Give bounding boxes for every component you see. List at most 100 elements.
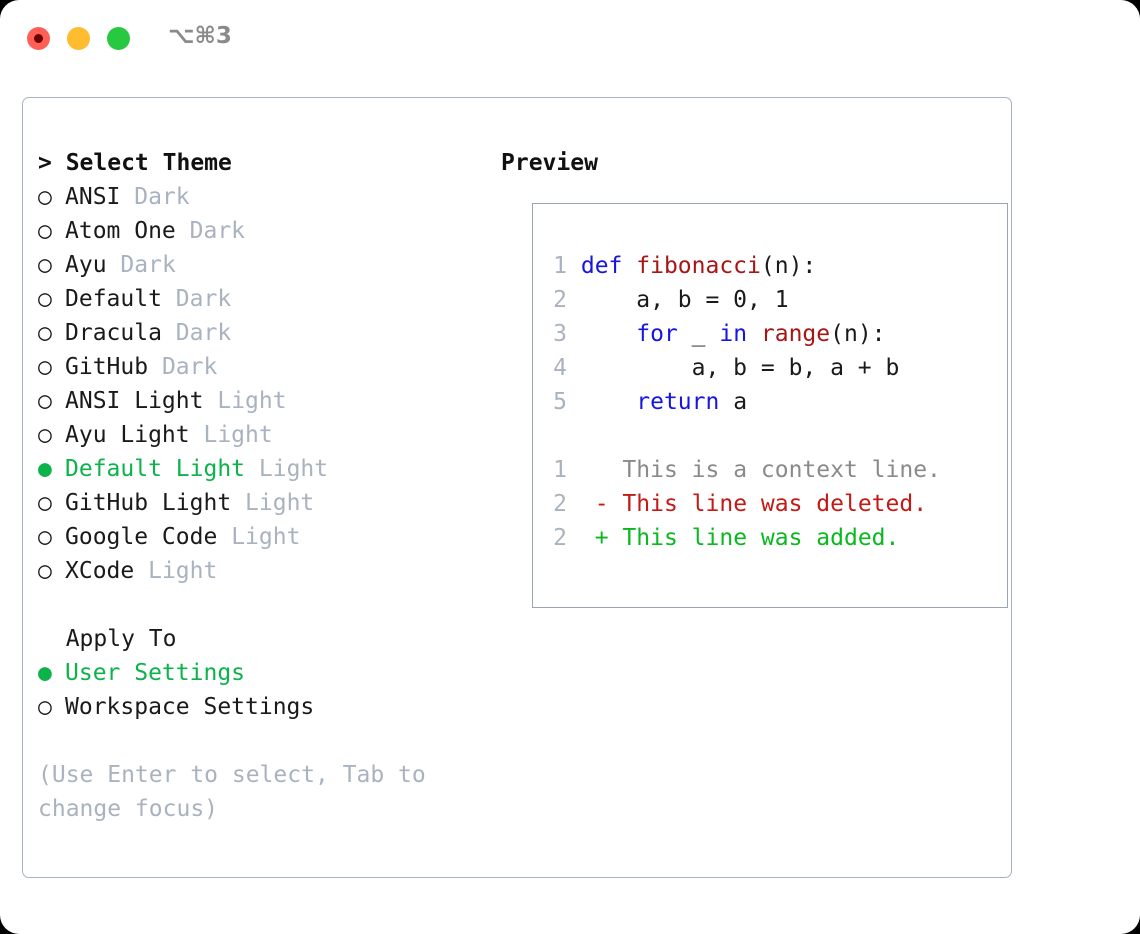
diff-text: This line was deleted. <box>622 491 928 517</box>
code-line: 5 return a <box>543 385 1003 419</box>
diff-sign <box>595 457 609 483</box>
diff-line-number: 2 <box>553 491 567 517</box>
theme-option-label: Dracula <box>65 320 162 346</box>
code-line: 3 for _ in range(n): <box>543 317 1003 351</box>
theme-option-label: ANSI <box>65 184 121 210</box>
radio-unselected-icon: ○ <box>38 490 52 516</box>
code-line-number: 5 <box>553 389 567 415</box>
theme-picker-panel: > Select Theme ○ANSI Dark○Atom One Dark○… <box>22 97 1012 878</box>
keyboard-hint-text: (Use Enter to select, Tab to change focu… <box>38 762 426 822</box>
code-line: 2 a, b = 0, 1 <box>543 283 1003 317</box>
diff-line-number: 1 <box>553 457 567 483</box>
theme-option-category: Light <box>231 524 301 550</box>
theme-option-label: GitHub Light <box>65 490 232 516</box>
theme-option-label: GitHub <box>65 354 149 380</box>
theme-option-default[interactable]: ○ Default Dark <box>38 282 478 316</box>
code-line-number: 1 <box>553 253 567 279</box>
keyboard-shortcut-label: ⌥⌘3 <box>168 23 232 49</box>
radio-unselected-icon: ○ <box>38 286 52 312</box>
close-window-button[interactable] <box>27 27 50 50</box>
code-token-plain: (n): <box>830 321 886 347</box>
diff-sign: - <box>594 491 609 517</box>
code-token-plain: a, b = b, a + b <box>580 355 900 381</box>
preview-header: Preview <box>501 150 598 176</box>
theme-option-label: Atom One <box>65 218 176 244</box>
theme-option-category: Light <box>245 490 315 516</box>
radio-unselected-icon: ○ <box>38 524 52 550</box>
radio-unselected-icon: ○ <box>38 252 52 278</box>
theme-option-label: Default <box>65 286 162 312</box>
theme-option-label: XCode <box>65 558 135 584</box>
theme-option-ansi[interactable]: ○ ANSI Dark <box>38 180 478 214</box>
minimize-window-button[interactable] <box>67 27 90 50</box>
theme-option-label: Google Code <box>65 524 218 550</box>
theme-option-dracula[interactable]: ○Dracula Dark <box>38 316 478 350</box>
diff-text: This line was added. <box>622 525 900 551</box>
preview-column: Preview 1 def fibonacci(n):2 a, b = 0, 1… <box>501 146 1008 608</box>
code-token-plain <box>581 321 636 347</box>
radio-selected-icon: ● <box>38 456 52 482</box>
radio-unselected-icon: ○ <box>38 354 52 380</box>
diff-sign: + <box>594 525 609 551</box>
theme-option-label: Default Light <box>65 456 246 482</box>
radio-unselected-icon: ○ <box>38 422 52 448</box>
theme-option-github-light[interactable]: ○ GitHub Light Light <box>38 486 478 520</box>
theme-option-category: Light <box>217 388 287 414</box>
theme-option-atom-one[interactable]: ○ Atom One Dark <box>38 214 478 248</box>
apply-to-header: Apply To <box>38 626 177 652</box>
theme-option-ansi-light[interactable]: ○ANSI Light Light <box>38 384 478 418</box>
title-bar: ⌥⌘3 <box>0 0 1140 76</box>
maximize-window-button[interactable] <box>107 27 130 50</box>
radio-unselected-icon: ○ <box>38 558 52 584</box>
theme-option-category: Light <box>148 558 218 584</box>
theme-option-category: Dark <box>161 354 218 380</box>
diff-text: This is a context line. <box>622 457 941 483</box>
code-token-kw: for <box>636 321 678 347</box>
theme-option-github[interactable]: ○ GitHub Dark <box>38 350 478 384</box>
theme-option-category: Dark <box>134 184 190 210</box>
radio-selected-icon: ● <box>38 660 52 686</box>
apply-to-option-workspace-settings[interactable]: ○Workspace Settings <box>38 690 478 724</box>
theme-option-ayu-light[interactable]: ○ Ayu Light Light <box>38 418 478 452</box>
diff-line-deleted: 2 - This line was deleted. <box>543 487 1003 521</box>
apply-to-list[interactable]: ●User Settings○Workspace Settings <box>38 656 478 724</box>
radio-unselected-icon: ○ <box>38 388 52 414</box>
theme-option-default-light[interactable]: ●Default Light Light <box>38 452 478 486</box>
radio-unselected-icon: ○ <box>38 218 52 244</box>
theme-list[interactable]: ○ ANSI Dark ○ Atom One Dark ○ Ayu Dark ○ Defaul… <box>38 180 478 588</box>
theme-option-label: Ayu <box>65 252 107 278</box>
diff-line-context: 1 This is a context line. <box>543 453 1003 487</box>
theme-option-label: Ayu Light <box>65 422 190 448</box>
radio-unselected-icon: ○ <box>38 320 52 346</box>
radio-unselected-icon: ○ <box>38 184 52 210</box>
code-token-plain <box>581 389 636 415</box>
theme-option-category: Dark <box>120 252 176 278</box>
code-token-plain: (n): <box>760 253 817 279</box>
code-diff-separator <box>543 419 1003 453</box>
diff-line-added: 2 + This line was added. <box>543 521 1003 555</box>
code-token-kw: return <box>636 389 720 415</box>
apply-to-option-user-settings[interactable]: ●User Settings <box>38 656 478 690</box>
code-line-number: 4 <box>553 355 567 381</box>
code-token-fn: range <box>760 321 831 347</box>
code-token-kw: in <box>719 321 761 347</box>
theme-option-xcode[interactable]: ○ XCode Light <box>38 554 478 588</box>
diff-line-number: 2 <box>553 525 567 551</box>
theme-option-ayu[interactable]: ○ Ayu Dark <box>38 248 478 282</box>
code-line-number: 2 <box>553 287 567 313</box>
code-token-kw: def <box>580 253 637 279</box>
theme-option-google-code[interactable]: ○ Google Code Light <box>38 520 478 554</box>
theme-option-category: Light <box>203 422 273 448</box>
theme-selection-column: > Select Theme ○ANSI Dark○Atom One Dark○… <box>38 146 478 826</box>
theme-option-category: Dark <box>189 218 246 244</box>
code-line: 1 def fibonacci(n): <box>543 249 1003 283</box>
code-token-fn: fibonacci <box>636 253 761 279</box>
list-spacer <box>38 588 478 622</box>
radio-unselected-icon: ○ <box>38 694 52 720</box>
code-line: 4 a, b = b, a + b <box>543 351 1003 385</box>
theme-option-category: Dark <box>175 286 232 312</box>
select-theme-header: > Select Theme <box>38 150 232 176</box>
